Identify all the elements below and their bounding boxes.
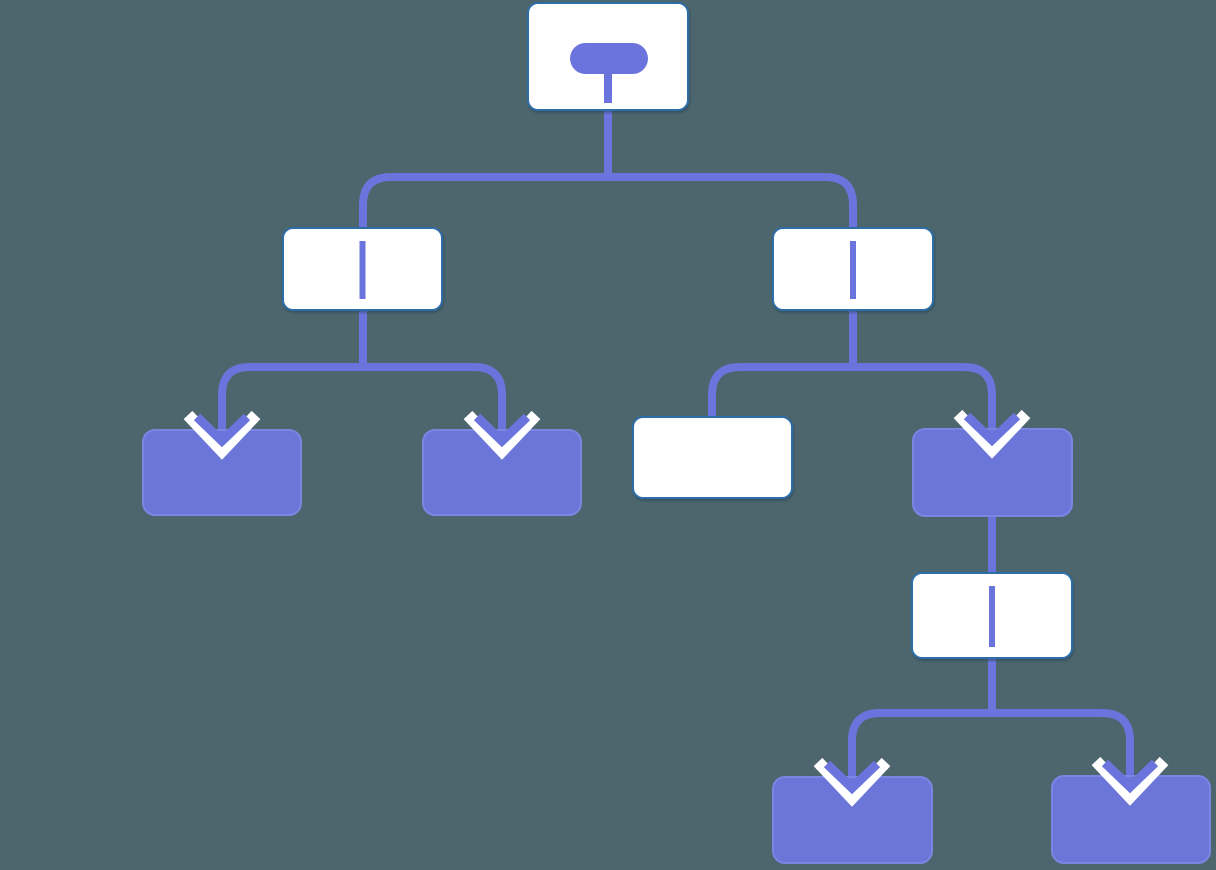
node-card-leaf-bottom-2[interactable] [1051,775,1211,864]
node-card-child-plain[interactable] [632,416,793,499]
collapse-chevron-outer-icon [813,757,891,807]
edge-left-to-leaf1 [218,363,363,438]
root-pill-icon [570,43,648,74]
collapse-chevron-inner-icon [823,760,881,795]
edge-right-to-collapsed [853,363,996,437]
collapse-chevron-outer-icon [183,410,261,460]
node-leaf-bottom-1 [772,776,933,864]
node-leaf-bottom-2 [1051,775,1211,864]
root-pill-stem-icon [604,73,612,103]
collapse-chevron-outer-icon [463,410,541,460]
edge-right-to-plain [708,363,853,430]
node-leaf-left-2 [422,429,582,516]
collapse-chevron-outer-icon [953,409,1031,459]
node-card-child-collapsed[interactable] [912,428,1073,517]
collapse-chevron-inner-icon [473,413,531,448]
node-branch-left [282,227,443,311]
edge-root-to-left [359,173,608,270]
collapse-chevron-outer-icon [1091,756,1169,806]
marker-child-collapsed[interactable] [953,409,1031,459]
node-branch-right [772,227,934,311]
collapse-chevron-inner-icon [963,412,1021,447]
marker-leaf-left-2[interactable] [463,410,541,460]
collapse-chevron-inner-icon [193,413,251,448]
edge-lower-to-leaf3 [848,709,992,785]
edge-left-to-leaf2 [363,363,506,438]
marker-leaf-bottom-2[interactable] [1091,756,1169,806]
node-card-leaf-bottom-1[interactable] [772,776,933,864]
edge-lower-to-leaf4 [992,709,1134,784]
node-root [527,2,689,111]
node-layer [142,2,1211,864]
marker-leaf-bottom-1[interactable] [813,757,891,807]
collapse-chevron-inner-icon [1101,759,1159,794]
marker-layer [183,409,1169,807]
node-child-plain [632,416,793,499]
node-leaf-left-1 [142,429,302,516]
marker-leaf-left-1[interactable] [183,410,261,460]
node-child-collapsed [912,428,1073,517]
edge-root-to-right [608,173,857,270]
node-card-leaf-left-1[interactable] [142,429,302,516]
node-card-leaf-left-2[interactable] [422,429,582,516]
node-branch-lower [911,572,1073,659]
